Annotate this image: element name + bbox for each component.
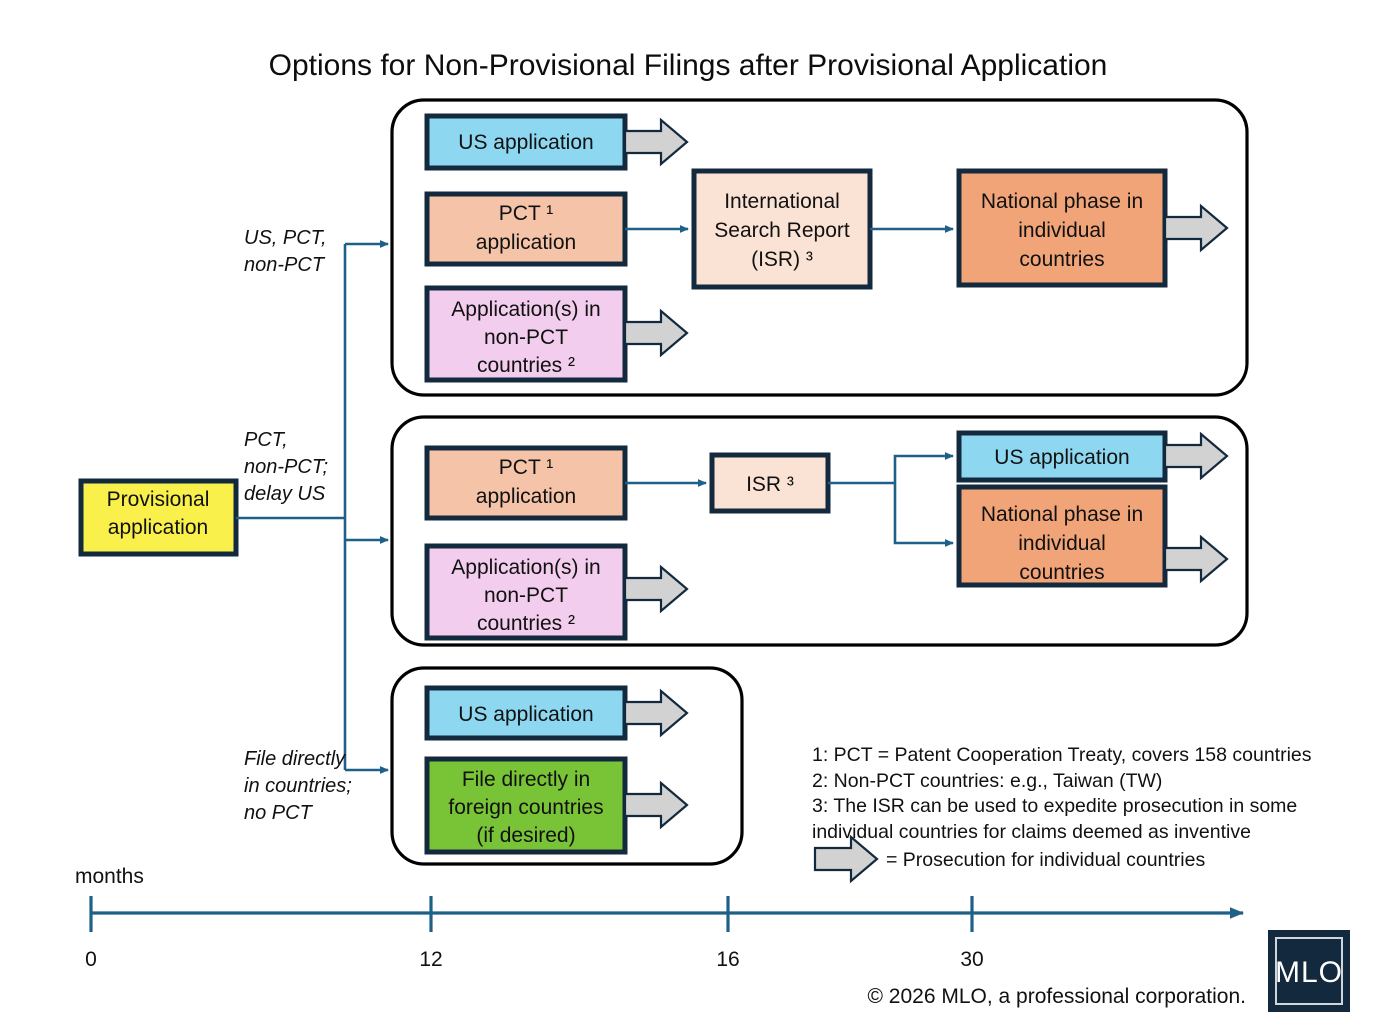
g1-non-pct-label-3: countries ² — [477, 354, 575, 377]
branch-3-label-line-1: File directly — [244, 748, 346, 770]
branch-2-label-line-2: non-PCT; — [244, 456, 328, 478]
mlo-logo-inner-border — [1275, 937, 1343, 1005]
g1-non-pct-label-1: Application(s) in — [451, 298, 600, 321]
g2-connector-to-us-application — [893, 452, 954, 483]
legend-prosecution-arrow-icon — [813, 834, 879, 884]
legend-note-4: individual countries for claims deemed a… — [812, 821, 1251, 843]
g2-non-pct-label-2: non-PCT — [484, 584, 568, 607]
timeline-axis-label: months — [75, 865, 144, 888]
g2-national-phase-label-3: countries — [1019, 561, 1104, 584]
g1-non-pct-applications-box[interactable] — [424, 285, 628, 383]
g2-isr-label: ISR ³ — [746, 473, 794, 496]
group-us-pct-nonpct — [390, 98, 1249, 397]
group-direct-filing — [390, 666, 744, 866]
branch-3-label-line-3: no PCT — [244, 802, 314, 824]
g3-file-directly-prosecution-arrow-icon — [623, 780, 689, 830]
g2-us-application-label: US application — [994, 446, 1129, 469]
branch-1-label-line-2: non-PCT — [244, 254, 326, 276]
g2-national-phase-label-1: National phase in — [981, 503, 1143, 526]
g1-non-pct-label-2: non-PCT — [484, 326, 568, 349]
g2-connector-to-national-phase — [893, 483, 954, 547]
provisional-application-label-1: Provisional — [107, 488, 210, 511]
branch-2-label-line-3: delay US — [244, 483, 326, 505]
g2-non-pct-label-3: countries ² — [477, 612, 575, 635]
g1-us-application-box[interactable] — [424, 113, 628, 171]
g2-non-pct-prosecution-arrow-icon — [623, 564, 689, 614]
g1-non-pct-prosecution-arrow-icon — [623, 308, 689, 358]
g1-pct-application-label-2: application — [476, 231, 576, 254]
page-title: Options for Non-Provisional Filings afte… — [269, 49, 1108, 82]
g1-isr-label-2: Search Report — [714, 219, 850, 242]
g1-pct-application-label-1: PCT ¹ — [499, 202, 553, 225]
timeline-tick-label-16: 16 — [716, 948, 739, 971]
g1-pct-application-box[interactable] — [424, 191, 628, 267]
mlo-logo-text: MLO — [1275, 956, 1343, 989]
g2-national-phase-prosecution-arrow-icon — [1163, 534, 1229, 584]
copyright-text: © 2026 MLO, a professional corporation. — [867, 985, 1246, 1008]
legend-arrow-note: = Prosecution for individual countries — [886, 849, 1205, 871]
g2-pct-application-box[interactable] — [424, 445, 628, 521]
legend-note-2: 2: Non-PCT countries: e.g., Taiwan (TW) — [812, 770, 1162, 792]
g1-national-phase-label-1: National phase in — [981, 190, 1143, 213]
provisional-application-box[interactable] — [78, 478, 239, 557]
g1-national-phase-box[interactable] — [956, 168, 1168, 288]
g2-pct-application-label-2: application — [476, 485, 576, 508]
g1-national-phase-label-2: individual — [1018, 219, 1106, 242]
provisional-application-label-2: application — [108, 516, 208, 539]
g2-pct-application-label-1: PCT ¹ — [499, 456, 553, 479]
g1-us-application-prosecution-arrow-icon — [623, 117, 689, 167]
g1-isr-label-3: (ISR) ³ — [751, 248, 813, 271]
legend-note-3: 3: The ISR can be used to expedite prose… — [812, 795, 1297, 817]
group-pct-delay-us — [390, 415, 1249, 647]
g2-isr-box[interactable] — [709, 452, 831, 514]
g3-file-directly-foreign-box[interactable] — [424, 756, 628, 855]
g2-us-application-prosecution-arrow-icon — [1163, 431, 1229, 481]
timeline-tick-label-12: 12 — [419, 948, 442, 971]
branch-3-label-line-2: in countries; — [244, 775, 352, 797]
g2-non-pct-label-1: Application(s) in — [451, 556, 600, 579]
timeline-tick-label-30: 30 — [960, 948, 983, 971]
g1-national-phase-prosecution-arrow-icon — [1163, 203, 1229, 253]
branch-1-label-line-1: US, PCT, — [244, 227, 327, 249]
g3-us-application-label: US application — [458, 703, 593, 726]
mlo-logo-background — [1268, 930, 1350, 1012]
timeline-tick-label-0: 0 — [85, 948, 97, 971]
g3-us-application-prosecution-arrow-icon — [623, 688, 689, 738]
g1-international-search-report-box[interactable] — [691, 168, 873, 290]
g2-national-phase-label-2: individual — [1018, 532, 1106, 555]
branch-2-label-line-1: PCT, — [244, 429, 288, 451]
legend-note-1: 1: PCT = Patent Cooperation Treaty, cove… — [812, 744, 1312, 766]
g3-file-directly-label-1: File directly in — [462, 768, 590, 791]
g3-file-directly-label-3: (if desired) — [476, 824, 575, 847]
g1-us-application-label: US application — [458, 131, 593, 154]
g1-national-phase-label-3: countries — [1019, 248, 1104, 271]
g1-isr-label-1: International — [724, 190, 840, 213]
g2-national-phase-box[interactable] — [956, 484, 1168, 588]
g3-file-directly-label-2: foreign countries — [448, 796, 603, 819]
